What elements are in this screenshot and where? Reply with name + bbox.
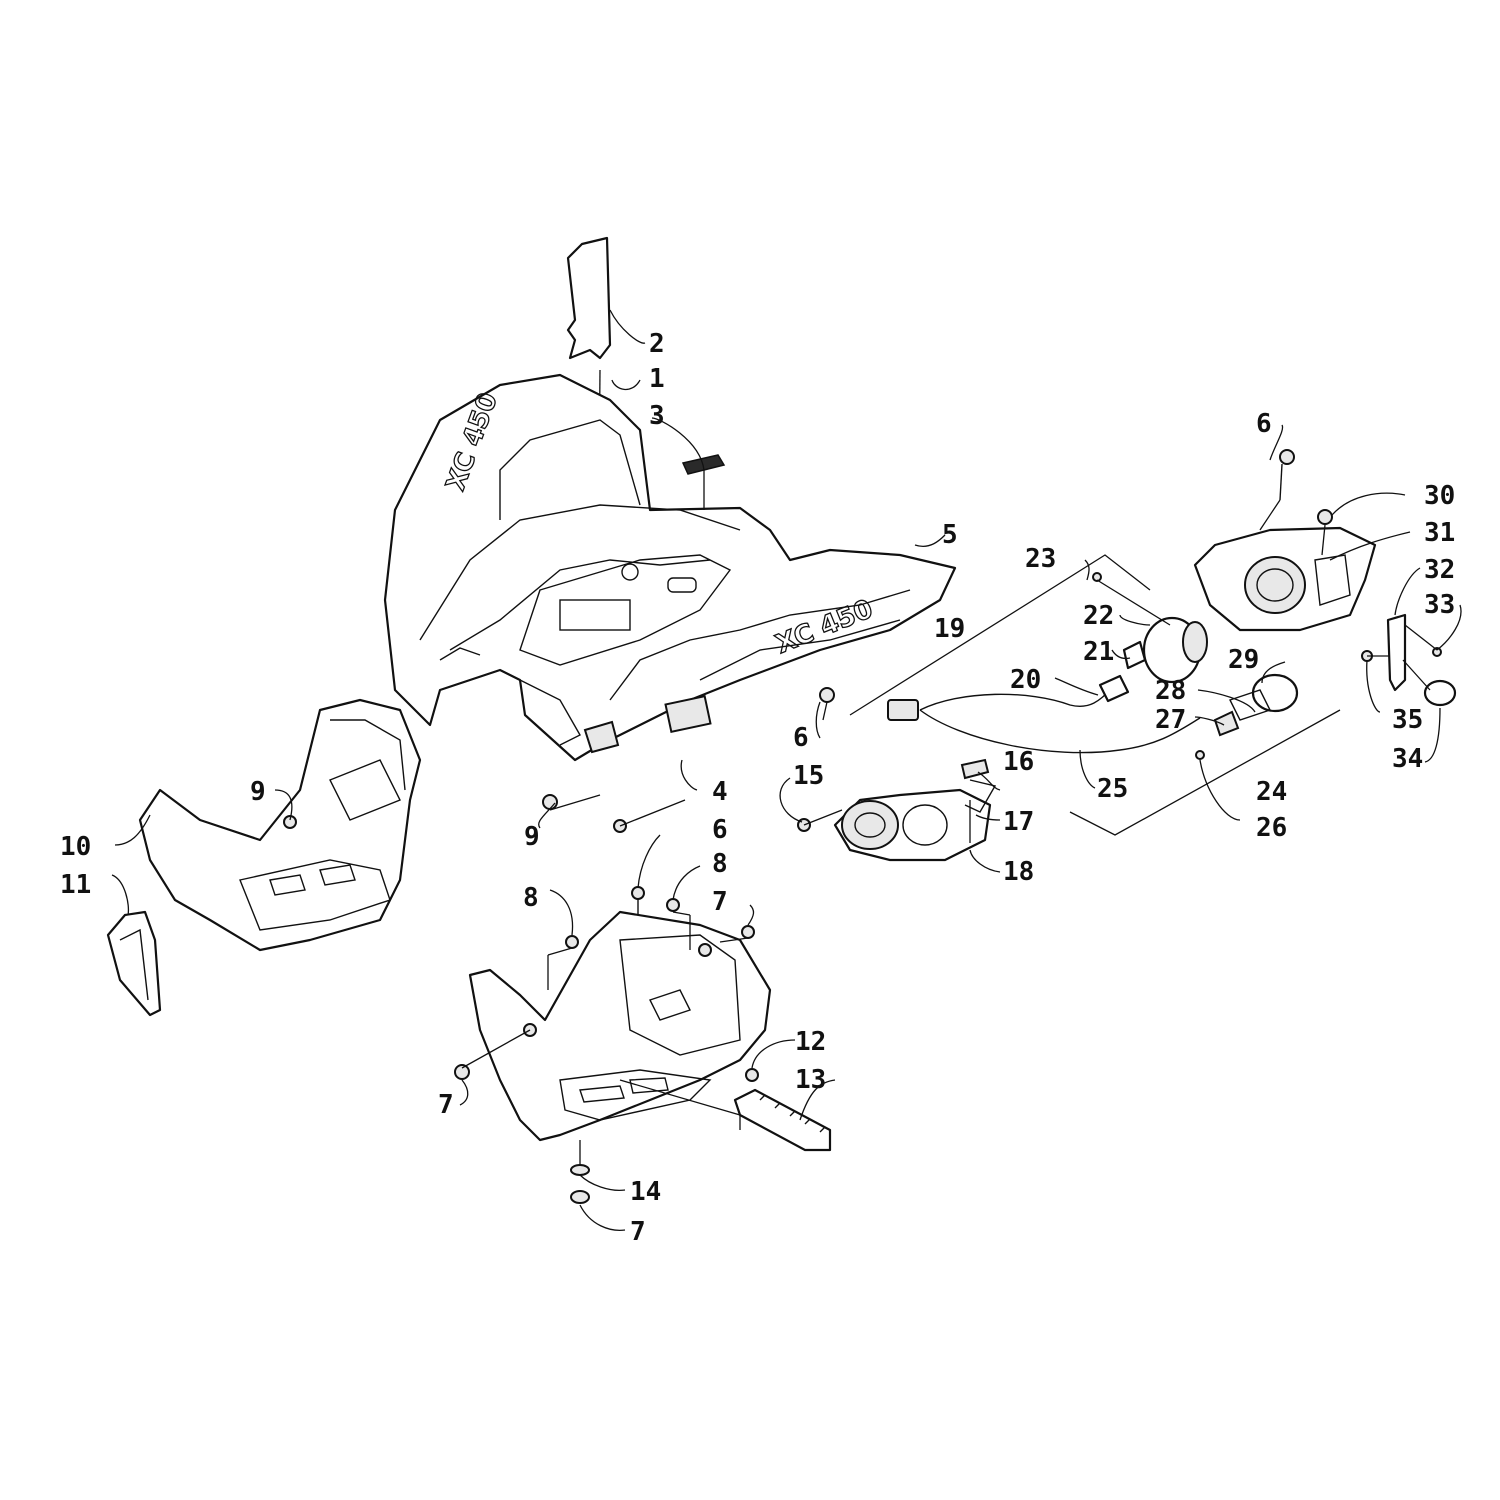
callout-7: 7 (712, 887, 728, 917)
callout-11: 11 (60, 870, 91, 900)
callout-15: 15 (793, 761, 824, 791)
callout-16: 16 (1003, 747, 1034, 777)
right-footwell (468, 910, 772, 1142)
callout-24: 24 (1256, 777, 1287, 807)
callout-9: 9 (250, 777, 266, 807)
callout-4: 4 (712, 777, 728, 807)
callout-20: 20 (1010, 665, 1041, 695)
left-headlight (833, 758, 997, 862)
callout-7: 7 (438, 1090, 454, 1120)
callout-10: 10 (60, 832, 91, 862)
wiring-harness (887, 674, 1201, 754)
callout-6: 6 (1256, 409, 1272, 439)
callout-8: 8 (712, 849, 728, 879)
right-headlight-housing (1193, 526, 1377, 632)
callout-2: 2 (649, 329, 665, 359)
callout-29: 29 (1228, 645, 1259, 675)
callout-25: 25 (1097, 774, 1128, 804)
callout-13: 13 (795, 1065, 826, 1095)
callout-22: 22 (1083, 601, 1114, 631)
rear-fender-body: XC 450 XC 450 (383, 373, 957, 762)
callout-8: 8 (523, 883, 539, 913)
callout-31: 31 (1424, 518, 1455, 548)
callout-18: 18 (1003, 857, 1034, 887)
callout-9: 9 (524, 822, 540, 852)
callout-32: 32 (1424, 555, 1455, 585)
callout-5: 5 (942, 520, 958, 550)
callouts: 2 1 3 5 6 30 31 23 32 33 22 19 21 20 29 … (60, 329, 1455, 1247)
callout-6: 6 (712, 815, 728, 845)
callout-17: 17 (1003, 807, 1034, 837)
leader-lines (111, 309, 1462, 1231)
callout-34: 34 (1392, 744, 1423, 774)
group-brackets (849, 554, 1341, 836)
tail-light (1213, 673, 1299, 737)
callout-1: 1 (649, 364, 665, 394)
headlight-socket (1122, 616, 1208, 684)
callout-14: 14 (630, 1177, 661, 1207)
callout-3: 3 (649, 401, 665, 431)
callout-7: 7 (630, 1217, 646, 1247)
callout-12: 12 (795, 1027, 826, 1057)
callout-33: 33 (1424, 590, 1455, 620)
callout-27: 27 (1155, 705, 1186, 735)
mud-guard (106, 910, 162, 1017)
callout-6: 6 (793, 723, 809, 753)
callout-23: 23 (1025, 544, 1056, 574)
callout-21: 21 (1083, 637, 1114, 667)
callout-26: 26 (1256, 813, 1287, 843)
callout-35: 35 (1392, 705, 1423, 735)
callout-30: 30 (1424, 481, 1455, 511)
callout-28: 28 (1155, 676, 1186, 706)
callout-19: 19 (934, 614, 965, 644)
left-footwell (138, 698, 422, 952)
bracket (1386, 613, 1457, 707)
